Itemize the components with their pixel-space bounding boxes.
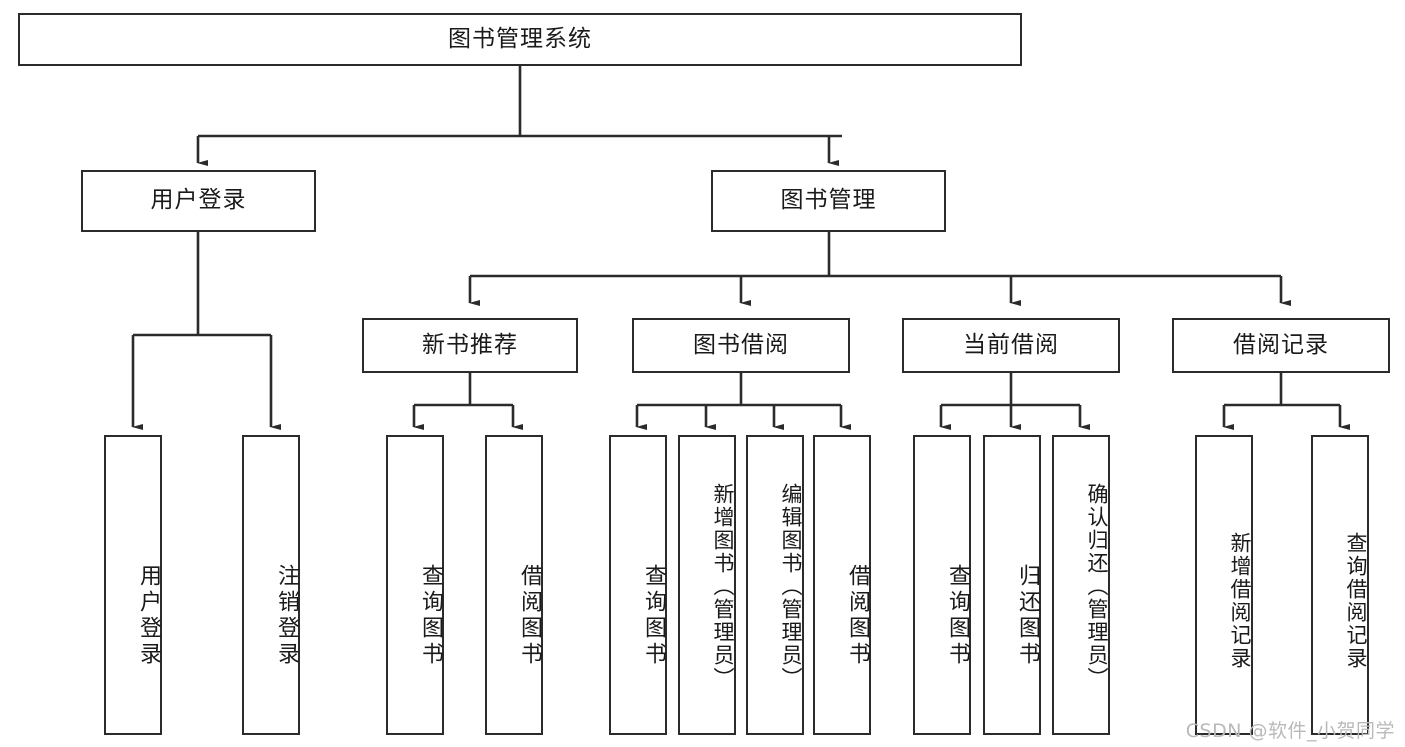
leaf-label: 用户登录	[136, 564, 161, 668]
node-user-login[interactable]: 用户登录	[81, 170, 316, 232]
node-label: 新书推荐	[422, 331, 518, 358]
leaf-label: 借阅图书	[845, 564, 870, 668]
leaf-current-borrow-query-book[interactable]: 查询图书	[913, 435, 971, 735]
leaf-label: 查询图书	[418, 564, 443, 668]
leaf-user-login-login[interactable]: 用户登录	[104, 435, 162, 735]
leaf-current-borrow-confirm-return-admin[interactable]: 确认归还（管理员）	[1052, 435, 1110, 735]
leaf-book-borrow-add-book-admin[interactable]: 新增图书（管理员）	[678, 435, 736, 735]
leaf-current-borrow-return-book[interactable]: 归还图书	[983, 435, 1041, 735]
node-book-borrow[interactable]: 图书借阅	[632, 318, 850, 373]
leaf-book-borrow-borrow-book[interactable]: 借阅图书	[813, 435, 871, 735]
leaf-borrow-records-add-record[interactable]: 新增借阅记录	[1195, 435, 1253, 735]
leaf-label: 归还图书	[1015, 564, 1040, 668]
leaf-book-borrow-edit-book-admin[interactable]: 编辑图书（管理员）	[746, 435, 804, 735]
leaf-label: 查询图书	[641, 564, 666, 668]
leaf-label: 新增图书（管理员）	[711, 482, 735, 690]
node-book-management[interactable]: 图书管理	[711, 170, 946, 232]
leaf-book-borrow-query-book[interactable]: 查询图书	[609, 435, 667, 735]
node-label: 当前借阅	[963, 331, 1059, 358]
leaf-user-login-logout[interactable]: 注销登录	[242, 435, 300, 735]
leaf-label: 查询借阅记录	[1344, 532, 1368, 670]
leaf-label: 新增借阅记录	[1228, 532, 1252, 670]
node-current-borrow[interactable]: 当前借阅	[902, 318, 1120, 373]
leaf-label: 注销登录	[274, 564, 299, 668]
node-label: 借阅记录	[1233, 331, 1329, 358]
node-root-book-management-system[interactable]: 图书管理系统	[18, 13, 1022, 66]
node-label: 图书管理系统	[448, 25, 592, 52]
leaf-new-book-query-book[interactable]: 查询图书	[386, 435, 444, 735]
node-borrow-records[interactable]: 借阅记录	[1172, 318, 1390, 373]
leaf-new-book-borrow-book[interactable]: 借阅图书	[485, 435, 543, 735]
node-label: 用户登录	[150, 187, 247, 214]
leaf-label: 编辑图书（管理员）	[779, 482, 803, 690]
node-new-book-recommend[interactable]: 新书推荐	[362, 318, 578, 373]
leaf-label: 借阅图书	[517, 564, 542, 668]
watermark-csdn: CSDN @软件_小贺同学	[1185, 720, 1395, 742]
leaf-label: 确认归还（管理员）	[1085, 482, 1109, 690]
node-label: 图书借阅	[693, 331, 789, 358]
leaf-borrow-records-query-record[interactable]: 查询借阅记录	[1311, 435, 1369, 735]
node-label: 图书管理	[780, 187, 877, 214]
leaf-label: 查询图书	[945, 564, 970, 668]
